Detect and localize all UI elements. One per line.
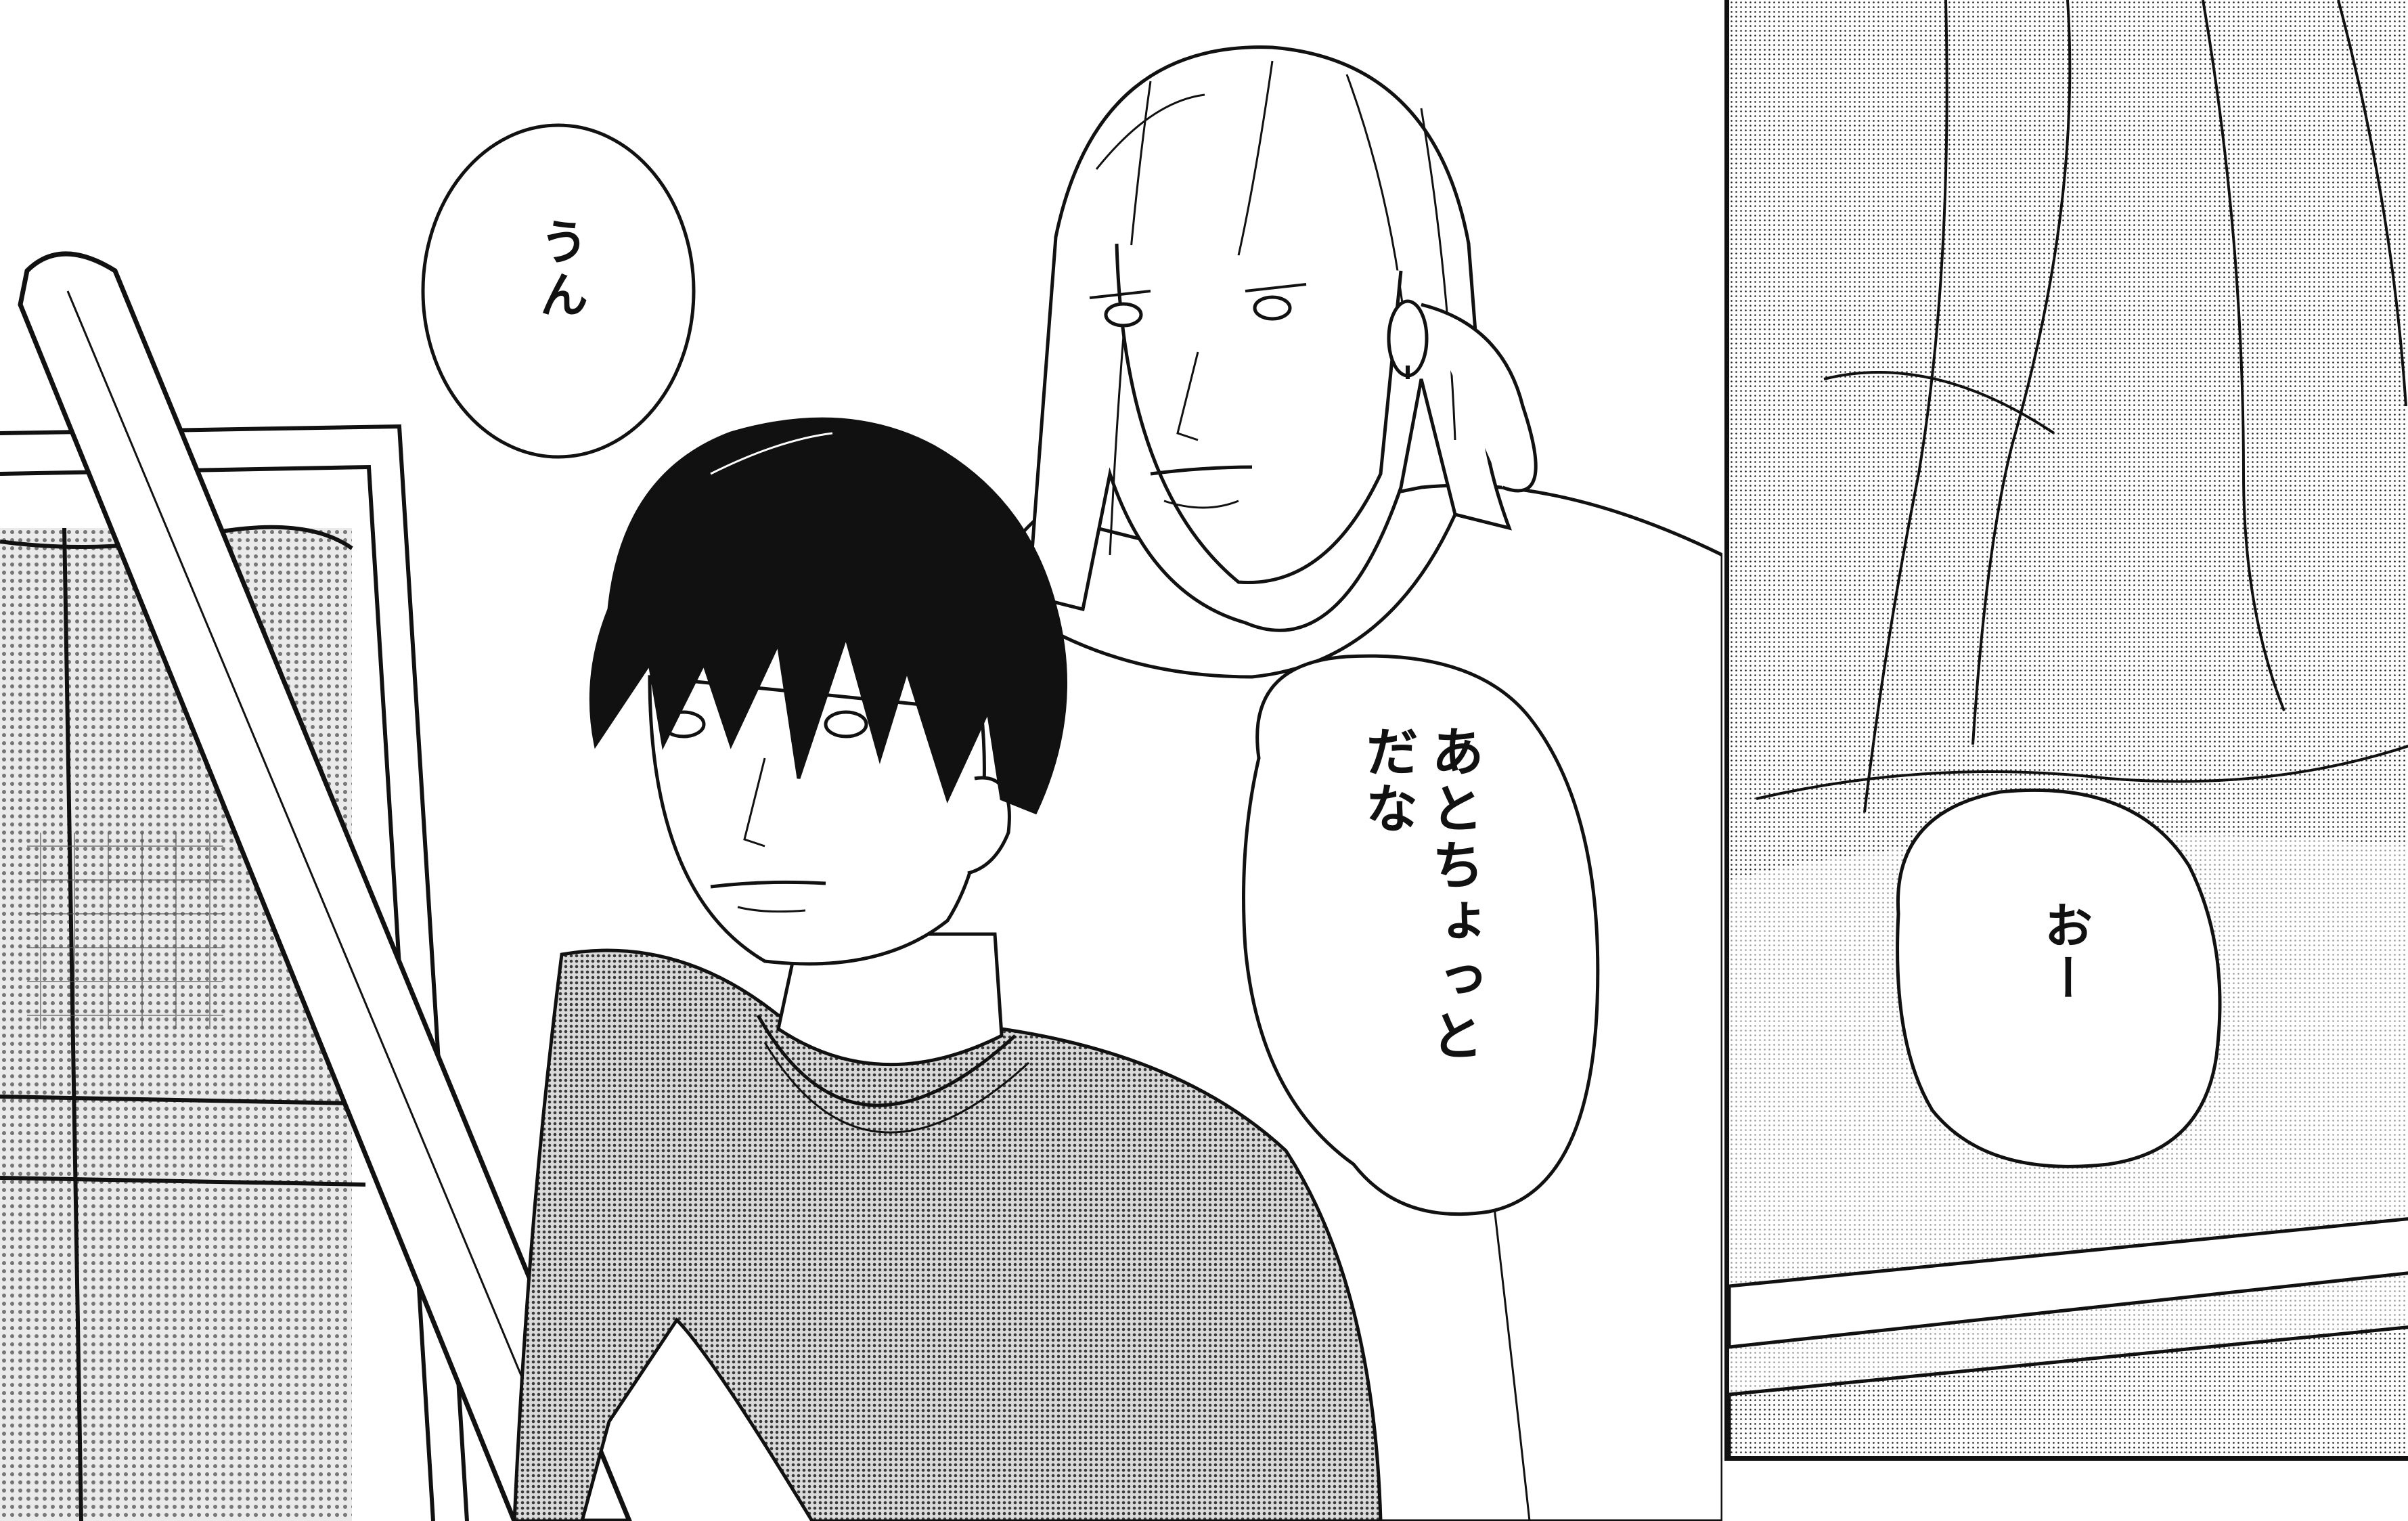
speech-bubble-middle bbox=[1242, 654, 1600, 1216]
bubble-top-text: うん bbox=[531, 217, 588, 322]
dark-haired-man bbox=[512, 417, 1383, 1521]
bubble-middle-line-2: だな bbox=[1356, 724, 1418, 838]
panel-right-artwork bbox=[1729, 0, 2408, 1456]
panel-left-artwork bbox=[0, 45, 1722, 1521]
bubble-right-text: おー bbox=[2036, 900, 2093, 1006]
hair-closeup bbox=[1756, 0, 2408, 813]
bubble-middle-text: あとちょっと だな bbox=[1354, 724, 1486, 1065]
window-sill bbox=[1729, 1217, 2408, 1456]
speech-bubble-right bbox=[1896, 788, 2222, 1168]
panel-left: うん あとちょっと だな bbox=[0, 45, 1722, 1521]
speech-bubble-top bbox=[421, 123, 696, 459]
panel-right: おー bbox=[1724, 0, 2408, 1461]
bubble-middle-line-1: あとちょっと bbox=[1423, 724, 1484, 1065]
